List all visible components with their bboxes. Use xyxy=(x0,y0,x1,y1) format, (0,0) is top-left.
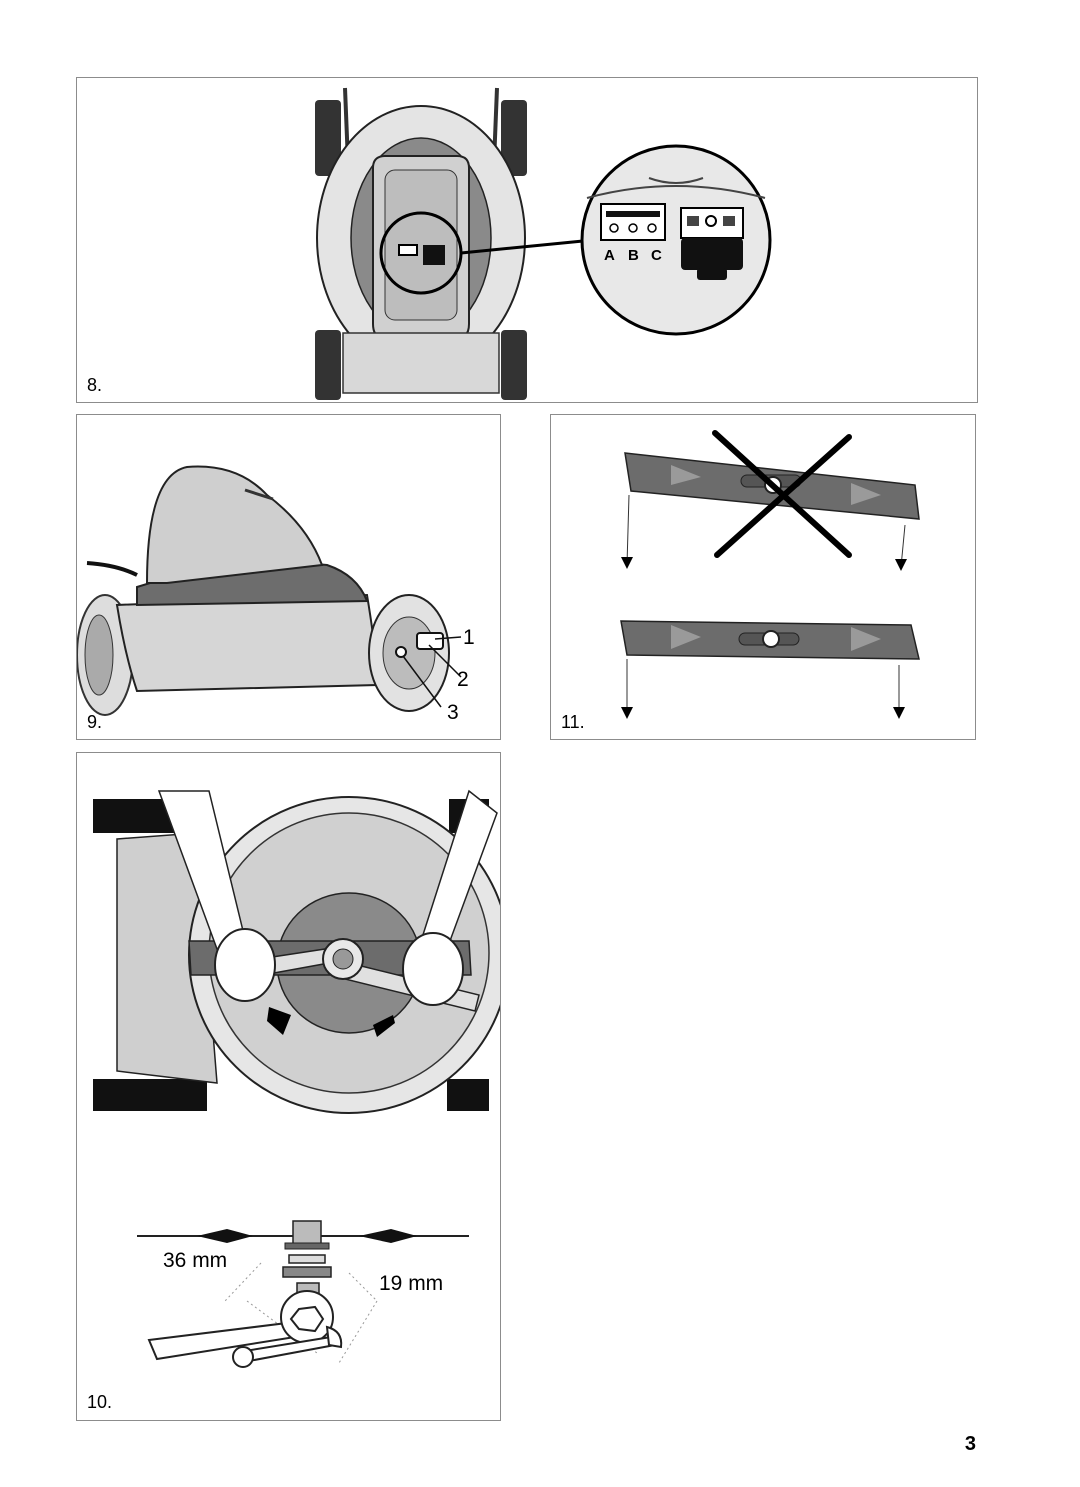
blade-incorrect xyxy=(621,430,920,571)
wheel-front-right xyxy=(501,330,527,400)
motor-hood xyxy=(145,465,324,584)
arrow-left xyxy=(267,1007,291,1035)
figure-8-panel: A B C 8. xyxy=(76,77,978,403)
height-setting-socket xyxy=(600,203,666,241)
height-adjust-lever xyxy=(416,632,444,650)
detail-zoom-circle xyxy=(580,144,772,336)
blade-correct xyxy=(620,620,920,719)
connector-plug xyxy=(681,238,743,270)
figure-9-number: 9. xyxy=(87,712,103,732)
figure-11-number: 11. xyxy=(561,712,585,732)
figure-10-illustration xyxy=(93,789,500,1368)
figure-9-panel: 1 2 3 9. xyxy=(76,414,501,740)
wheel-rear-right xyxy=(501,100,527,176)
wheel-bottom-right xyxy=(447,1079,489,1111)
callout-1: 1 xyxy=(463,626,475,649)
figure-11-panel: 11. xyxy=(550,414,976,740)
figure-9-illustration xyxy=(77,465,462,716)
socket-label-a: A xyxy=(604,247,617,264)
wheel-rear-left xyxy=(315,100,341,176)
washer xyxy=(282,1266,332,1278)
socket-label-b: B xyxy=(628,247,641,264)
glove-left xyxy=(214,928,276,1002)
wheel-front-left xyxy=(315,330,341,400)
figure-8-number: 8. xyxy=(87,375,103,395)
figure-10-number: 10. xyxy=(87,1392,113,1412)
figure-11-illustration xyxy=(620,430,920,719)
mower-body xyxy=(115,593,379,693)
glove-right xyxy=(402,932,464,1006)
page-number: 3 xyxy=(964,1433,976,1455)
wheel-bottom-left xyxy=(93,1079,207,1111)
socket-label-c: C xyxy=(651,247,664,264)
callout-3: 3 xyxy=(447,701,459,724)
figure-8-illustration xyxy=(315,87,772,400)
dimension-36mm: 36 mm xyxy=(163,1249,228,1272)
callout-2: 2 xyxy=(457,668,469,691)
figure-10-panel: 36 mm 19 mm 10. xyxy=(76,752,501,1421)
arrow-right xyxy=(373,1015,395,1037)
blade-mount xyxy=(292,1220,322,1246)
dimension-19mm: 19 mm xyxy=(379,1272,444,1295)
